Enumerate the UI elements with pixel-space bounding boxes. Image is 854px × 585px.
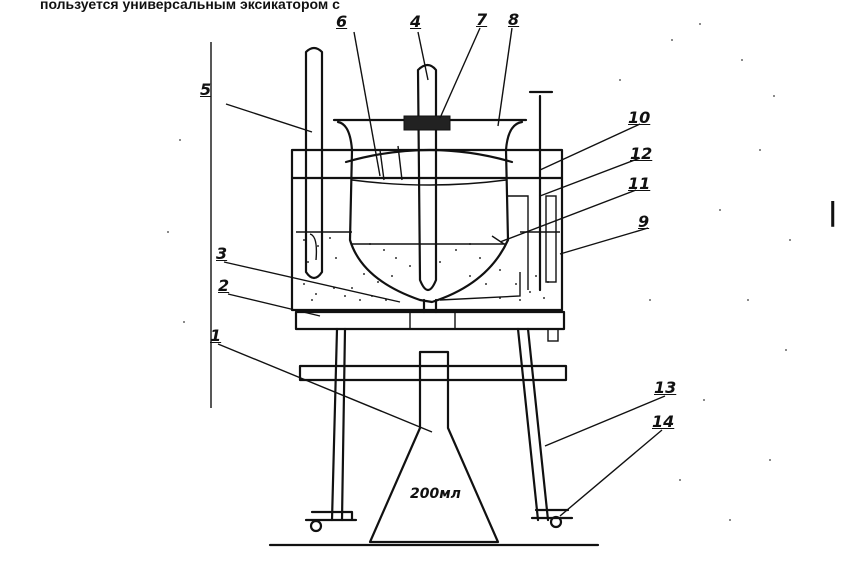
label-1: 1 [210,326,222,345]
right-leg [516,327,540,522]
support-ring [298,364,568,382]
filler-stipple [303,237,549,301]
margin-mark: l [828,196,838,236]
flask-volume-label: 200мл [410,486,461,502]
dish [344,148,514,164]
label-4: 4 [410,12,422,31]
side-tab [547,328,559,342]
thermometer [304,46,324,280]
stopper [403,115,451,131]
label-9: 9 [638,212,650,231]
label-13: 13 [654,378,677,397]
leader-lines [217,27,666,517]
label-6: 6 [336,12,348,31]
base-plate [294,310,566,331]
side-tube [545,195,557,283]
left-leg [330,327,339,522]
label-12: 12 [630,144,653,163]
label-8: 8 [508,10,520,29]
label-3: 3 [216,244,228,263]
label-14: 14 [652,412,675,431]
flask [368,350,500,544]
label-7: 7 [476,10,488,29]
label-5: 5 [200,80,212,99]
left-foot [304,510,358,522]
label-10: 10 [628,108,651,127]
drain-pipe [422,298,438,314]
header-text: пользуется универсальным эксикатором с [40,0,340,12]
label-2: 2 [218,276,230,295]
inner-vessel [336,120,524,304]
paper-specks [167,23,791,521]
label-11: 11 [628,174,651,193]
